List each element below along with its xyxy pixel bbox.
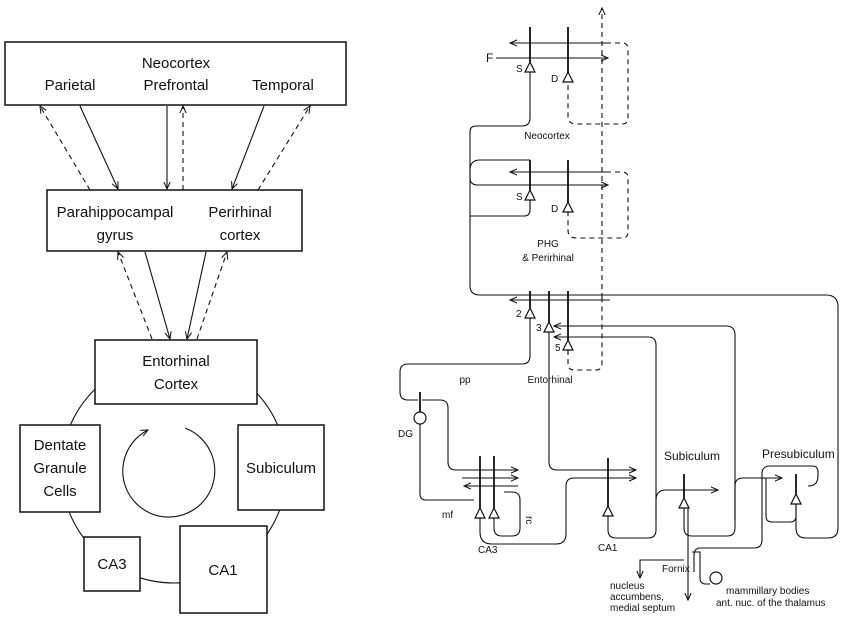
- phg-label-line2: & Perirhinal: [522, 253, 574, 264]
- ca3-label-right: CA3: [478, 545, 498, 556]
- entorhinal-level: 2 3 5 Entorhinal pp: [399, 200, 839, 539]
- ca1-box: CA1: [179, 525, 268, 614]
- ca3-cells: CA3 rc: [462, 456, 636, 556]
- dentate-gyrus: DG mf: [398, 392, 518, 521]
- layer5-label: 5: [555, 343, 561, 354]
- perirhinal-label-line2: cortex: [220, 227, 261, 244]
- neocortex-title: Neocortex: [142, 55, 211, 72]
- rc-label: rc: [523, 516, 534, 524]
- entorhinal-label-line1: Entorhinal: [142, 353, 210, 370]
- nucleus-label-line1: nucleus: [610, 581, 644, 592]
- s-label-neocortex: S: [516, 64, 523, 75]
- subiculum-label-right: Subiculum: [664, 449, 720, 463]
- ca3-label: CA3: [97, 556, 126, 573]
- layer2-label: 2: [516, 309, 522, 320]
- dentate-granule-box: Dentate Granule Cells: [19, 424, 101, 513]
- entorhinal-label-line2: Cortex: [154, 376, 199, 393]
- d-label-neocortex: D: [551, 74, 558, 85]
- entorhinal-label-right: Entorhinal: [527, 375, 572, 386]
- left-block-diagram: Neocortex Parietal Prefrontal Temporal P…: [4, 41, 347, 614]
- parietal-label: Parietal: [45, 77, 96, 94]
- presubiculum-cells: Presubiculum: [693, 447, 835, 572]
- dg-label: DG: [398, 429, 413, 440]
- neocortex-label-right: Neocortex: [524, 131, 570, 142]
- ca3-box: CA3: [83, 536, 141, 592]
- parahippocampal-label-line2: gyrus: [97, 227, 134, 244]
- neocortex-box: Neocortex Parietal Prefrontal Temporal: [4, 41, 347, 106]
- phg-entorhinal-arrows: [118, 252, 227, 339]
- ca1-cells: CA1: [598, 458, 718, 554]
- subiculum-label: Subiculum: [246, 460, 316, 477]
- dentate-label-line2: Granule: [33, 460, 86, 477]
- neocortex-level: F S D Neocortex: [486, 8, 629, 298]
- mammillary-label-line1: mammillary bodies: [726, 586, 809, 597]
- dentate-label-line1: Dentate: [34, 437, 87, 454]
- d-label-phg: D: [551, 204, 558, 215]
- parahippocampal-perirhinal-box: Parahippocampal gyrus Perirhinal cortex: [46, 189, 303, 252]
- entorhinal-box: Entorhinal Cortex: [94, 339, 258, 405]
- subiculum-cells: Subiculum Fornix: [640, 449, 782, 600]
- parahippocampal-label-line1: Parahippocampal: [57, 204, 174, 221]
- perirhinal-label-line1: Perirhinal: [208, 204, 271, 221]
- temporal-label: Temporal: [252, 77, 314, 94]
- right-circuit-diagram: F S D Neocortex S D PHG & Perirhinal: [398, 8, 839, 614]
- mf-label: mf: [442, 510, 453, 521]
- prefrontal-label: Prefrontal: [143, 77, 208, 94]
- ca1-label-right: CA1: [598, 543, 618, 554]
- layer3-label: 3: [536, 323, 542, 334]
- clockwise-arrow-icon: [122, 427, 216, 518]
- nucleus-label-line2: accumbens,: [610, 592, 664, 603]
- dentate-label-line3: Cells: [43, 483, 76, 500]
- pp-label: pp: [459, 375, 471, 386]
- f-label: F: [486, 51, 493, 65]
- target-labels: nucleus accumbens, medial septum mammill…: [610, 581, 826, 614]
- subiculum-box: Subiculum: [237, 424, 325, 511]
- phg-label-line1: PHG: [537, 239, 559, 250]
- ca1-label: CA1: [208, 562, 237, 579]
- s-label-phg: S: [516, 192, 523, 203]
- phg-level: S D PHG & Perirhinal: [469, 72, 629, 264]
- presubiculum-label: Presubiculum: [762, 447, 835, 461]
- neocortex-phg-arrows: [40, 106, 310, 191]
- mammillary-label-line2: ant. nuc. of the thalamus: [716, 598, 826, 609]
- nucleus-label-line3: medial septum: [610, 603, 675, 614]
- fornix-label: Fornix: [662, 564, 690, 575]
